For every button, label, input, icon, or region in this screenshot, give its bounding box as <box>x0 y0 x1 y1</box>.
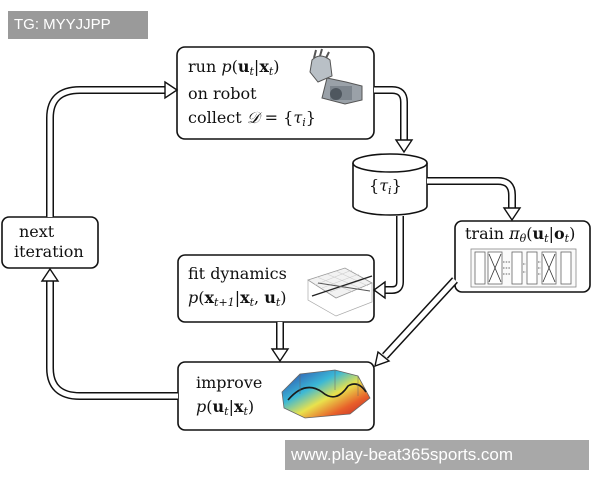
run-box-line3: collect 𝒟 = {τi} <box>188 108 316 129</box>
improve-box-line1: improve <box>196 373 263 392</box>
arrow-dynamics-to-improve <box>270 322 290 363</box>
watermark-bottom: www.play-beat365sports.com <box>285 440 589 470</box>
arrow-data-to-train <box>427 177 522 222</box>
data-label: {τi} <box>369 176 402 197</box>
run-box-line1: run p(ut|xt) <box>188 57 280 78</box>
collect-word: collect <box>188 108 242 127</box>
cost-surface-image <box>281 369 371 419</box>
neural-network-image <box>470 248 577 288</box>
database-cylinder <box>352 153 428 216</box>
improve-box-line2: p(ut|xt) <box>196 397 255 418</box>
run-box-line2: on robot <box>188 84 257 103</box>
train-box-line1: train πθ(ut|ot) <box>465 224 576 245</box>
arrow-run-to-data <box>374 86 414 154</box>
dynamics-box-line2: p(xt+1|xt, ut) <box>188 288 287 309</box>
next-box-line2: iteration <box>14 242 84 261</box>
watermark-top: TG: MYYJJPP <box>8 11 148 39</box>
arrow-data-to-dynamics <box>372 216 404 300</box>
arrow-improve-to-next <box>40 267 178 400</box>
run-word: run <box>188 57 217 76</box>
arrow-loop-up-left <box>46 80 179 217</box>
next-box-line1: next <box>19 222 55 241</box>
arrow-train-to-improve <box>374 277 458 368</box>
robot-arm-image <box>309 48 363 105</box>
dynamics-box-line1: fit dynamics <box>188 264 287 283</box>
train-word: train <box>465 224 505 243</box>
dynamics-plot-image <box>307 267 373 317</box>
